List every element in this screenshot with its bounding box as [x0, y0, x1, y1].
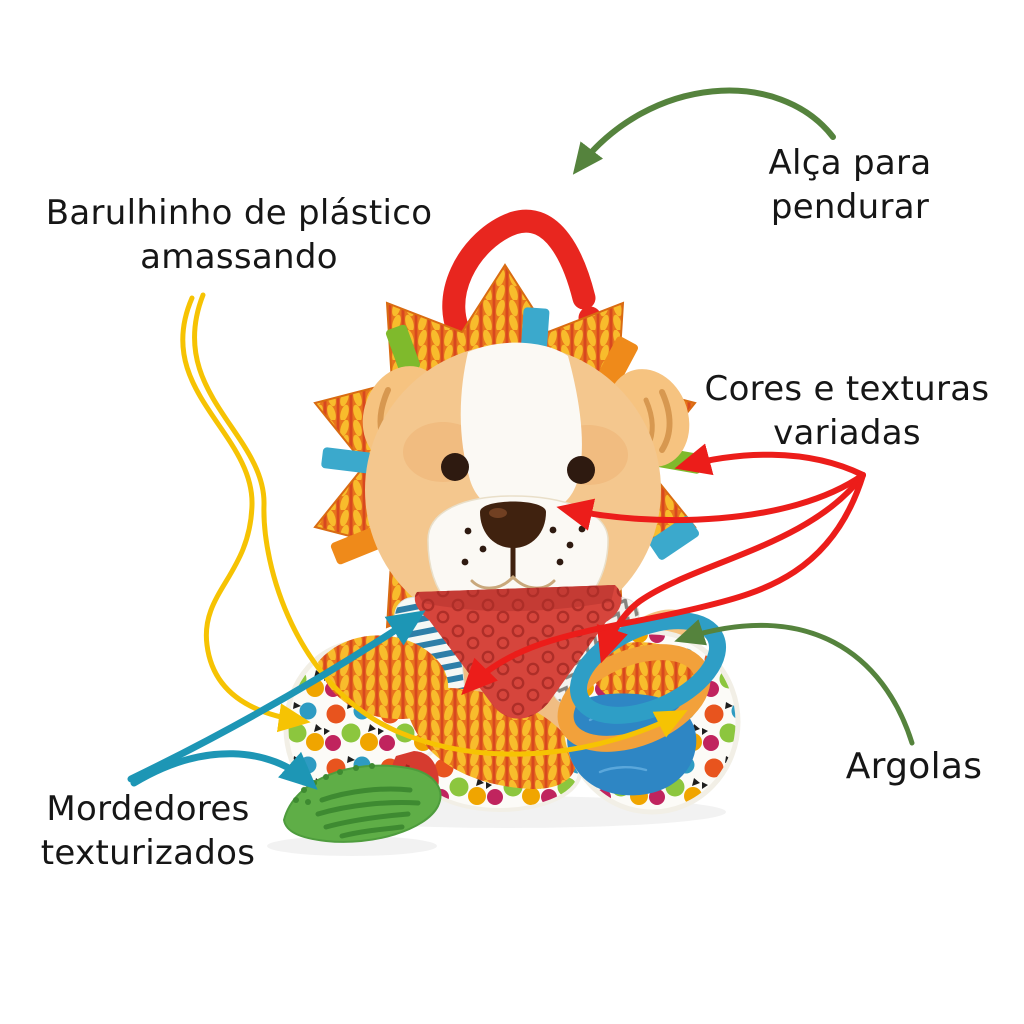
annotation-arrows	[127, 87, 915, 790]
teethers-arrow-leaf	[130, 750, 318, 790]
label-line: pendurar	[770, 186, 930, 227]
ring-blue	[569, 612, 727, 724]
textures-arrow-nose	[556, 472, 866, 531]
lion-blaze	[460, 342, 582, 515]
label-line: variadas	[773, 412, 921, 453]
plush-lion-toy	[282, 209, 741, 843]
sensory-tag-green-left	[385, 324, 421, 374]
label-line: Barulhinho de plástico	[45, 193, 433, 233]
label-line: amassando	[140, 236, 338, 277]
label-colors-textures: Cores e texturas variadas	[672, 368, 1022, 455]
lion-eye-right	[567, 456, 595, 484]
sensory-tag-blue-left	[321, 447, 375, 474]
strap-arrow	[572, 87, 836, 175]
label-line: Argolas	[845, 746, 983, 787]
lion-eye-left	[441, 453, 469, 481]
label-crinkle-sound: Barulhinho de plástico amassando	[8, 192, 470, 279]
sensory-tag-blue-right	[648, 516, 700, 560]
textures-arrow-striped-arm	[461, 472, 866, 696]
textures-arrow-tag	[674, 443, 866, 478]
label-line: Mordedores	[46, 789, 250, 829]
crinkle-arrow-left-leg	[180, 295, 311, 733]
label-hanging-strap: Alça para pendurar	[722, 142, 978, 229]
textures-arrow-chevron	[596, 472, 866, 664]
leaf-teether	[282, 751, 442, 843]
label-teethers: Mordedores texturizados	[2, 788, 294, 875]
label-line: texturizados	[40, 832, 256, 873]
label-line: Cores e texturas	[704, 369, 990, 409]
muzzle-freckles	[461, 525, 586, 566]
sensory-tag-orange-left-bottom	[330, 526, 384, 565]
sensory-tag-orange-right-top	[598, 336, 638, 386]
rings-arrow	[674, 619, 915, 746]
label-line: Alça para	[768, 143, 932, 183]
label-rings: Argolas	[806, 744, 1022, 790]
crinkle-arrow-right-leg	[192, 292, 688, 757]
teethers-arrow-bandana	[127, 610, 426, 783]
